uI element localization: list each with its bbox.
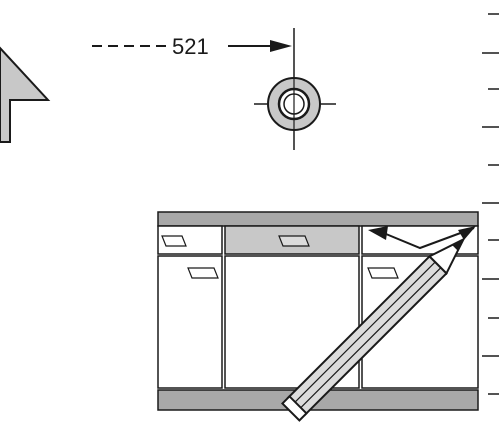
left-drawer [157,225,223,255]
dimension-value: 521 [172,34,209,59]
dimension-line: 521 [92,28,295,150]
target-hole-icon [254,77,336,131]
countertop [157,211,479,227]
pencil-icon [281,237,466,422]
arrow-block-icon [0,46,51,143]
scale-ruler [482,13,499,395]
pointer-arrows [368,226,476,250]
